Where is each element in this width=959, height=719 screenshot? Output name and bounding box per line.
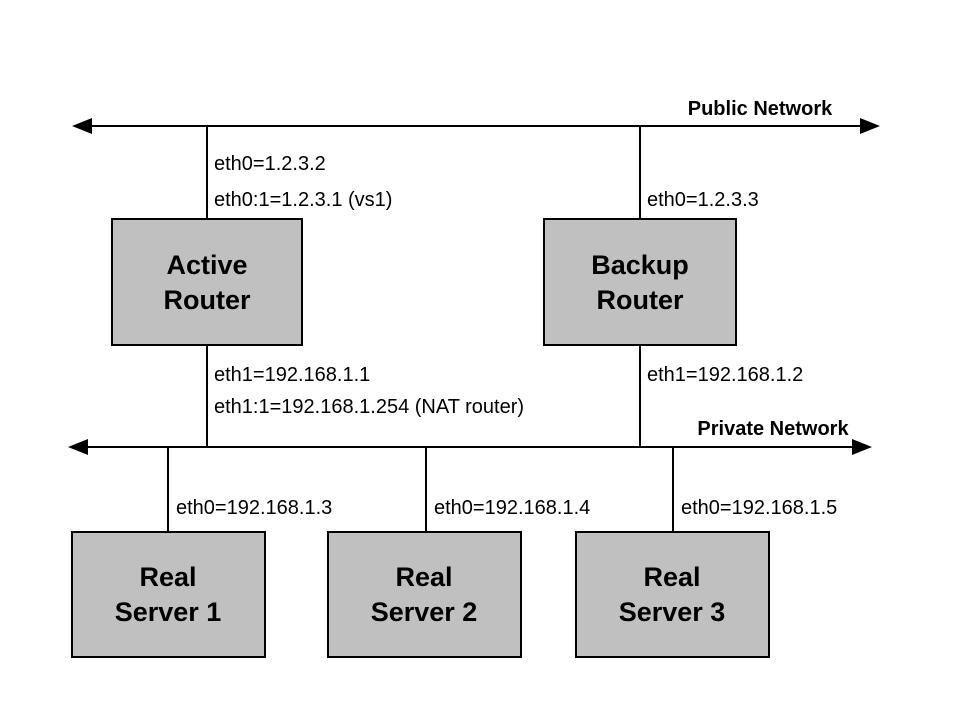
iface-label-server1-private: eth0=192.168.1.3 — [176, 497, 332, 519]
iface-label-active-private-1: eth1=192.168.1.1 — [214, 364, 370, 386]
real-server-1-label-line2: Server 1 — [115, 597, 222, 627]
backup-router-box[interactable] — [543, 218, 737, 346]
private-network-label: Private Network — [697, 418, 849, 440]
iface-label-active-public-2: eth0:1=1.2.3.1 (vs1) — [214, 189, 392, 211]
iface-label-server3-private: eth0=192.168.1.5 — [681, 497, 837, 519]
public-network-left-arrow-icon — [72, 118, 92, 134]
private-network-left-arrow-icon — [68, 439, 88, 455]
iface-label-active-private-2: eth1:1=192.168.1.254 (NAT router) — [214, 396, 524, 418]
real-server-2-box[interactable] — [327, 531, 522, 658]
active-router-node[interactable]: Active Router — [111, 218, 303, 346]
real-server-3-label-line1: Real — [643, 562, 700, 592]
private-network-right-arrow-icon — [852, 439, 872, 455]
iface-label-server2-private: eth0=192.168.1.4 — [434, 497, 590, 519]
real-server-2-label-line2: Server 2 — [371, 597, 478, 627]
public-network-right-arrow-icon — [860, 118, 880, 134]
backup-router-node[interactable]: Backup Router — [543, 218, 737, 346]
real-server-2-node[interactable]: Real Server 2 — [327, 531, 522, 658]
backup-router-label-line2: Router — [597, 285, 684, 315]
iface-label-backup-public-1: eth0=1.2.3.3 — [647, 189, 759, 211]
real-server-1-node[interactable]: Real Server 1 — [71, 531, 266, 658]
public-network-bus: Public Network — [72, 98, 880, 134]
real-server-1-box[interactable] — [71, 531, 266, 658]
real-server-3-label-line2: Server 3 — [619, 597, 726, 627]
active-router-label-line1: Active — [166, 250, 247, 280]
backup-router-label-line1: Backup — [591, 250, 689, 280]
real-server-2-label-line1: Real — [395, 562, 452, 592]
active-router-label-line2: Router — [164, 285, 251, 315]
iface-label-active-public-1: eth0=1.2.3.2 — [214, 153, 326, 175]
real-server-1-label-line1: Real — [139, 562, 196, 592]
active-router-box[interactable] — [111, 218, 303, 346]
iface-label-backup-private-1: eth1=192.168.1.2 — [647, 364, 803, 386]
public-network-label: Public Network — [688, 98, 833, 120]
private-network-bus: Private Network — [68, 418, 872, 455]
real-server-3-box[interactable] — [575, 531, 770, 658]
real-server-3-node[interactable]: Real Server 3 — [575, 531, 770, 658]
